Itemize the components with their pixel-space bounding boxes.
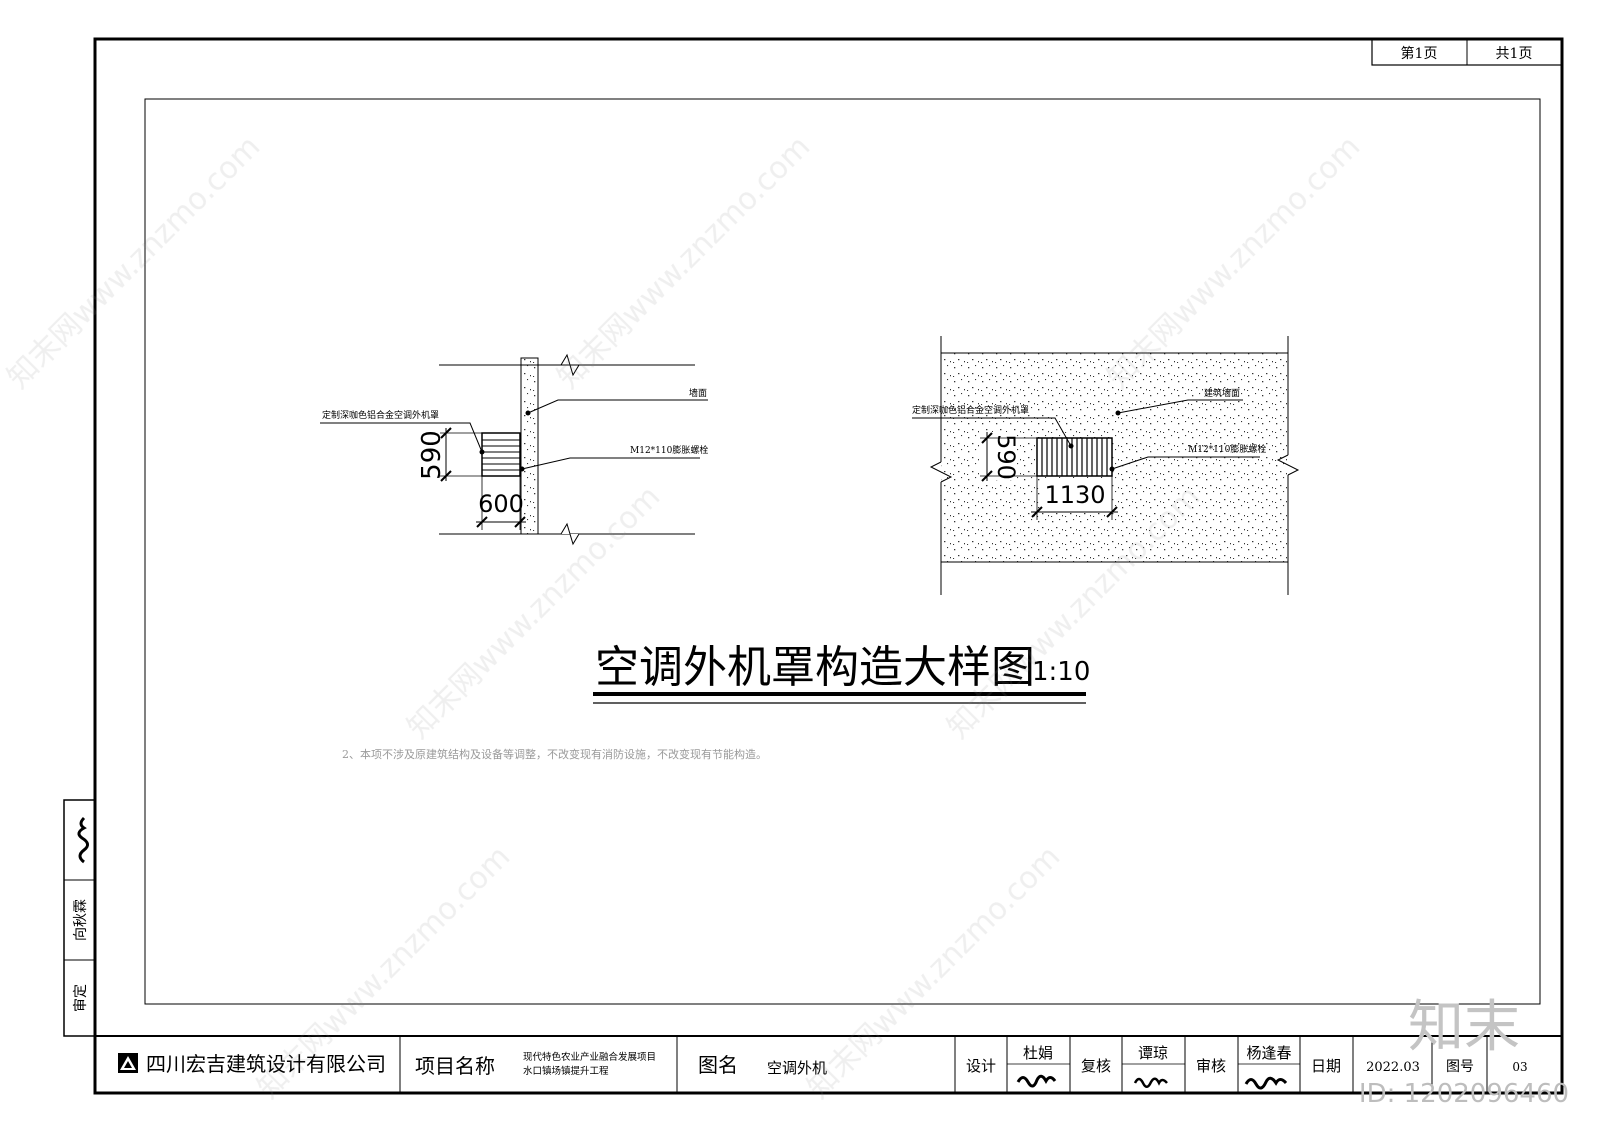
page-total: 共1页 [1496,46,1533,62]
page-counter: 第1页 共1页 [1371,38,1563,66]
elevation-dim-width-value: 1130 [1044,481,1105,509]
company-logo-icon [118,1053,138,1073]
date-value: 2022.03 [1366,1060,1420,1075]
reviewer-signature [1244,1076,1288,1090]
drawing-name-label: 图名 [698,1053,738,1077]
elevation-dim-width: 1130 [1031,476,1118,520]
sheet-label: 图号 [1446,1059,1474,1075]
watermark-text: 知末网www.znzmo.com [1,129,267,395]
watermark-overlay: 知末网www.znzmo.com 知末网www.znzmo.com 知末网www… [1,129,1367,1105]
page-current: 第1页 [1401,45,1438,62]
left-strip-label: 审定 [73,984,89,1012]
design-label: 设计 [966,1057,996,1075]
section-dim-width: 600 [476,476,526,530]
checker-signature [1133,1077,1168,1088]
section-dim-height-value: 590 [417,430,447,480]
elevation-label-cover: 定制深咖色铝合金空调外机罩 [912,404,1029,416]
company-name: 四川宏吉建筑设计有限公司 [146,1052,386,1076]
elevation-label-wall: 建筑墙面 [1204,387,1240,399]
inner-frame [144,98,1541,1005]
date-label: 日期 [1311,1057,1341,1075]
left-signature [77,816,89,864]
project-label: 项目名称 [415,1054,495,1078]
section-ac-cover [481,432,521,477]
section-dim-height: 590 [417,427,482,482]
brand-watermark: 知末 ID: 1202096460 [1359,995,1569,1109]
elevation-label-bolt: M12*110膨胀螺栓 [1188,443,1266,455]
review-label: 审核 [1196,1057,1226,1075]
section-detail: 定制深咖色铝合金空调外机罩 墙面 M12*110膨胀螺栓 590 600 [320,353,708,546]
checker-name: 谭琼 [1138,1044,1168,1062]
brand-watermark-id: ID: 1202096460 [1359,1079,1569,1109]
section-label-bolt: M12*110膨胀螺栓 [630,444,708,456]
watermark-text: 知末网www.znzmo.com [801,839,1067,1105]
title-block: 四川宏吉建筑设计有限公司 项目名称 现代特色农业产业融合发展项目 水口镇场镇提升… [94,1035,1563,1094]
elevation-ac-cover [1036,437,1113,477]
drawing-title: 空调外机罩构造大样图 [595,642,1035,693]
project-line2: 水口镇场镇提升工程 [523,1065,609,1077]
project-line1: 现代特色农业产业融合发展项目 [523,1051,656,1063]
designer-signature [1016,1074,1057,1088]
outer-frame [93,37,1564,1095]
brand-watermark-logo: 知末 [1408,995,1520,1060]
drawing-title-group: 空调外机罩构造大样图 1:10 [593,642,1090,704]
check-label: 复核 [1081,1057,1111,1075]
sheet-number: 03 [1512,1060,1527,1074]
left-approval-strip: 向秋霖 审定 [63,799,96,1037]
section-label-cover: 定制深咖色铝合金空调外机罩 [322,409,439,421]
elevation-dim-height-value: 590 [992,434,1020,480]
watermark-text: 知末网www.znzmo.com [551,129,817,395]
drawing-note: 2、本项不涉及原建筑结构及设备等调整，不改变现有消防设施，不改变现有节能构造。 [342,747,767,761]
section-label-wall: 墙面 [689,387,707,399]
designer-name: 杜娟 [1023,1044,1053,1062]
elevation-dim-height: 590 [979,432,1037,482]
drawing-scale: 1:10 [1032,657,1090,687]
drawing-name: 空调外机 [767,1059,827,1077]
reviewer-name: 杨逢春 [1246,1044,1291,1062]
section-dim-width-value: 600 [478,490,524,518]
left-strip-name: 向秋霖 [73,899,89,941]
elevation-detail: 定制深咖色铝合金空调外机罩 建筑墙面 M12*110膨胀螺栓 590 1130 [912,336,1300,595]
